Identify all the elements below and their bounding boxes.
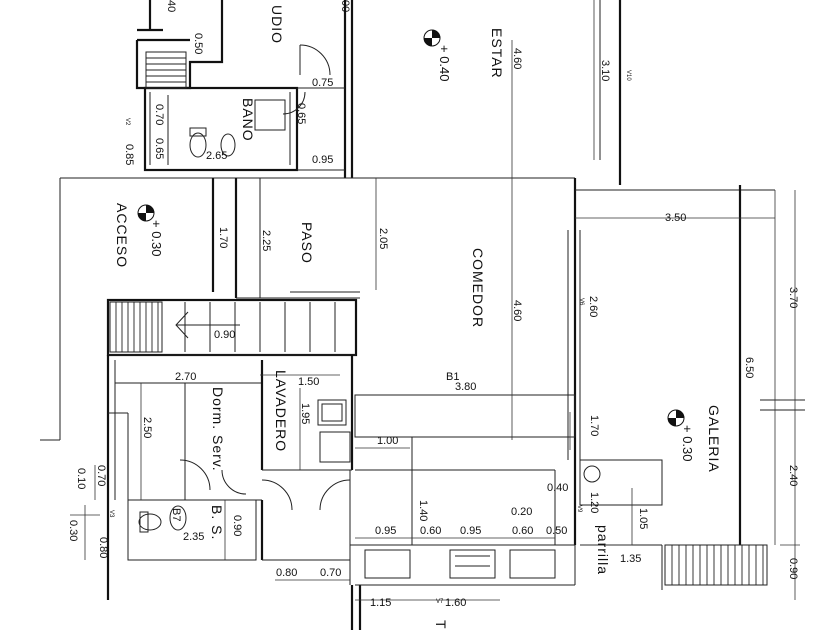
dim-060a: 0.60 [420, 525, 441, 537]
dim-100: 1.00 [377, 435, 398, 447]
dim-090c: 0.90 [787, 558, 799, 579]
dim-350: 3.50 [665, 212, 686, 224]
room-label-bs: B. S. [209, 505, 225, 540]
tag-v7: V7 [436, 599, 444, 605]
dim-010: 0.10 [75, 468, 87, 489]
dim-140: 1.40 [417, 500, 429, 521]
washing-machine [317, 399, 347, 426]
fixtures [138, 99, 601, 579]
room-label-parrilla: parrilla [595, 525, 611, 575]
dim-080b: 0.80 [276, 567, 297, 579]
room-label-comedor: COMEDOR [470, 248, 486, 328]
dim-095b: 0.95 [375, 525, 396, 537]
level-label-galeria: + 0.30 [680, 425, 695, 462]
tag-b7: B7 [170, 508, 182, 521]
tag-v9: V9 [576, 505, 582, 513]
dim-240: 2.40 [787, 465, 799, 486]
bidet-fixture [220, 133, 236, 157]
dim-040t: 40 [165, 0, 177, 12]
sink-fixture [138, 513, 162, 531]
tag-v6: V6 [578, 298, 584, 306]
dim-090b: 0.90 [231, 515, 243, 536]
dim-115: 1.15 [370, 597, 391, 609]
dim-070c: 0.70 [320, 567, 341, 579]
dim-370: 3.70 [787, 287, 799, 308]
tag-labels: B7 B1 V2 V3 V6 V7 V9 V10 [108, 70, 631, 605]
dim-460a: 4.60 [511, 48, 523, 69]
dim-310: 3.10 [599, 60, 611, 81]
level-label-acceso: + 0.30 [149, 220, 164, 257]
dim-050: 0.50 [192, 33, 204, 54]
tag-v3: V3 [108, 510, 114, 518]
room-label-lavadero: LAVADERO [273, 370, 289, 452]
dim-195: 1.95 [299, 403, 311, 424]
tag-b1: B1 [446, 371, 459, 383]
dim-095a: 0.95 [312, 154, 333, 166]
room-label-bano: BANO [240, 98, 256, 142]
dim-030: 0.30 [67, 520, 79, 541]
dim-075: 0.75 [312, 77, 333, 89]
level-label-estar: + 0.40 [437, 45, 452, 82]
level-marker-acceso [137, 204, 155, 222]
dim-120: 1.20 [588, 492, 600, 513]
dim-050b: 0.50 [546, 525, 567, 537]
dim-085: 0.85 [123, 144, 135, 165]
dim-160: 1.60 [445, 597, 466, 609]
dim-105: 1.05 [637, 508, 649, 529]
tag-v10: V10 [625, 70, 631, 81]
dim-090a: 0.90 [214, 329, 235, 341]
dimension-lines [70, 0, 800, 601]
dim-135: 1.35 [620, 553, 641, 565]
dim-095c: 0.95 [460, 525, 481, 537]
dim-460b: 4.60 [511, 300, 523, 321]
room-label-estar: ESTAR [489, 28, 505, 79]
room-label-cut-bottom: T [433, 620, 449, 630]
dim-040: 0.40 [547, 482, 568, 494]
room-label-dorm-serv: Dorm. Serv. [210, 387, 226, 472]
dim-000: 00 [339, 0, 351, 12]
dim-650: 6.50 [743, 357, 755, 378]
toilet-fixture [189, 132, 207, 158]
dim-170b: 1.70 [588, 415, 600, 436]
dim-070a: 0.70 [153, 104, 165, 125]
dimension-labels: 0.50 0.75 0.65 0.70 0.65 0.85 2.65 0.95 … [67, 0, 799, 609]
room-label-acceso: ACCESO [114, 203, 130, 268]
dim-225: 2.25 [260, 230, 272, 251]
level-marker-estar [423, 29, 441, 47]
dim-205: 2.05 [377, 228, 389, 249]
dim-065b: 0.65 [153, 138, 165, 159]
room-label-paso: PASO [299, 222, 315, 264]
room-label-estudio: UDIO [269, 5, 285, 44]
dim-170a: 1.70 [217, 227, 229, 248]
level-marker-galeria [667, 409, 685, 427]
dim-250: 2.50 [141, 417, 153, 438]
room-label-galeria: GALERIA [706, 405, 722, 473]
door-swings [179, 44, 351, 511]
dim-270: 2.70 [175, 371, 196, 383]
dim-080a: 0.80 [97, 537, 109, 558]
stove [449, 549, 496, 579]
tag-v2: V2 [124, 118, 130, 126]
dim-070b: 0.70 [95, 465, 107, 486]
dim-265: 2.65 [206, 150, 227, 162]
room-labels: UDIO ESTAR BANO ACCESO PASO COMEDOR GALE… [114, 5, 722, 630]
level-labels: + 0.40 + 0.30 + 0.30 [149, 45, 695, 462]
dim-060b: 0.60 [512, 525, 533, 537]
dim-260: 2.60 [587, 296, 599, 317]
stair-hatching [109, 51, 768, 586]
dim-235: 2.35 [183, 531, 204, 543]
dim-380: 3.80 [455, 381, 476, 393]
dim-065a: 0.65 [295, 103, 307, 124]
dim-020: 0.20 [511, 506, 532, 518]
dim-150: 1.50 [298, 376, 319, 388]
